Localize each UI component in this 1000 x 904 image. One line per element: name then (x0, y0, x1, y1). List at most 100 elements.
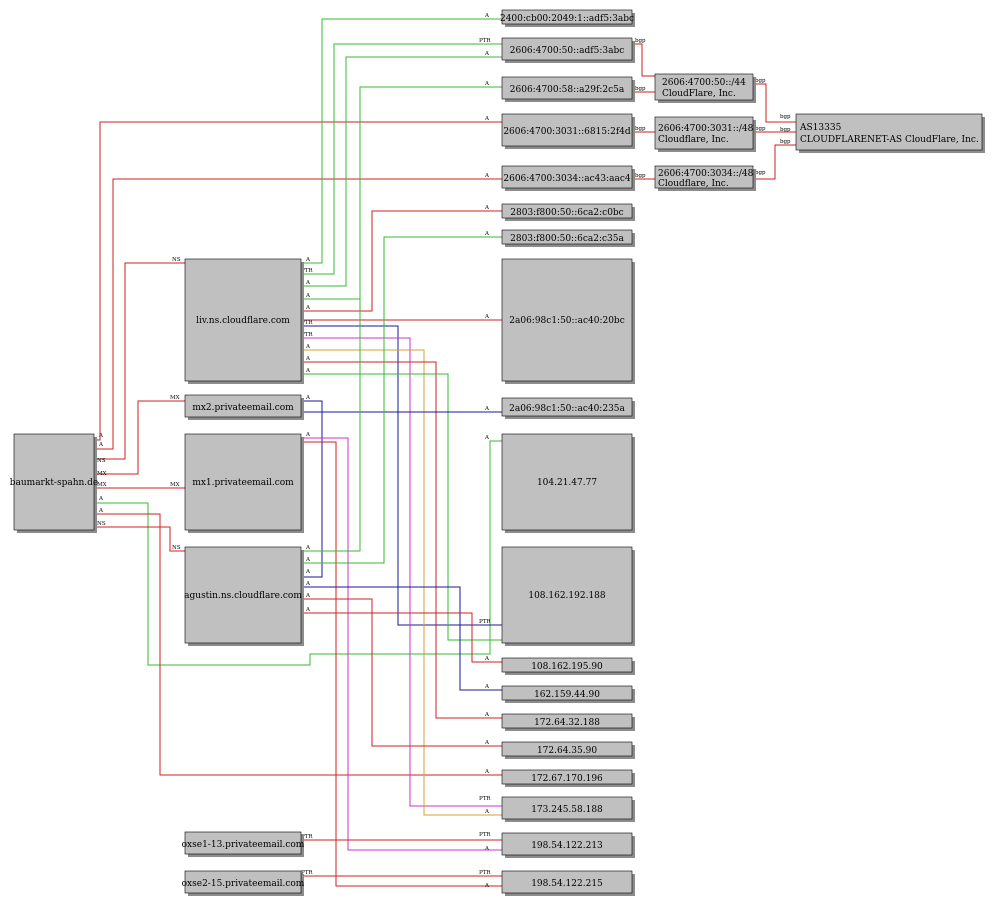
edge-agustin-a-162 (302, 586, 502, 691)
edge-liv-ptr-108-188 (302, 325, 502, 626)
node-ip-173[interactable]: 173.245.58.188 (501, 796, 635, 822)
node-oxse15[interactable]: oxse2-15.privateemail.com (182, 870, 305, 896)
node-label: 2606:4700:50::/44 (662, 78, 746, 88)
node-label: 2606:4700:3031::6815:2f4d (503, 127, 631, 137)
node-agustin[interactable]: agustin.ns.cloudflare.com (184, 546, 304, 646)
node-label: 104.21.47.77 (537, 478, 597, 488)
node-label: 2400:cb00:2049:1::adf5:3abc (500, 14, 634, 24)
node-label: 108.162.192.188 (528, 591, 606, 601)
node-label: 108.162.195.90 (531, 662, 603, 672)
node-label: 2803:f800:50::6ca2:c0bc (510, 208, 623, 218)
edge-label-a: A (98, 442, 104, 448)
edge-label-a: A (98, 508, 104, 514)
node-label: 2606:4700:58::a29f:2c5a (510, 85, 625, 95)
edge-liv-a-198-213 (302, 349, 502, 816)
node-ip-198-213[interactable]: 198.54.122.213 (501, 832, 635, 858)
node-mx2[interactable]: mx2.privateemail.com (184, 394, 304, 420)
node-label: 2606:4700:3031::/48 (658, 124, 754, 134)
node-ip-2400[interactable]: 2400:cb00:2049:1::adf5:3abc (500, 9, 635, 27)
edge-label-ptr: PTR (479, 870, 491, 876)
edge-label-a: A (484, 406, 490, 412)
edge-label-ptr: PTR (479, 38, 491, 44)
node-label: 172.64.32.188 (534, 718, 600, 728)
edge-domain-a-2606-3034 (95, 178, 502, 450)
node-ip-172-90[interactable]: 172.64.35.90 (501, 741, 635, 759)
edge-agustin-a-172-90 (302, 598, 502, 747)
node-label: AS13335 (799, 123, 842, 133)
edge-label-a: A (98, 433, 104, 439)
edge-label-a: A (305, 356, 311, 362)
edge-domain-a-2606-3031 (95, 121, 502, 441)
edge-bgp-44-as (754, 83, 796, 123)
node-ip-104[interactable]: 104.21.47.77 (501, 433, 635, 533)
edge-label-a: A (484, 231, 490, 237)
node-ip-198-215[interactable]: 198.54.122.215 (501, 870, 635, 896)
node-ip-2803-c0bc[interactable]: 2803:f800:50::6ca2:c0bc (501, 203, 635, 221)
node-ip-2a06-235a[interactable]: 2a06:98c1:50::ac40:235a (501, 397, 635, 419)
node-ip-2606-50[interactable]: 2606:4700:50::adf5:3abc (501, 37, 635, 63)
node-oxse13[interactable]: oxse1-13.privateemail.com (182, 831, 305, 857)
node-ip-2606-3031[interactable]: 2606:4700:3031::6815:2f4d (501, 113, 635, 149)
edge-label-a: A (305, 593, 311, 599)
edge-label-bgp: bgp (635, 173, 646, 179)
node-as13335[interactable]: AS13335 CLOUDFLARENET-AS CloudFlare, Inc… (795, 113, 985, 153)
edge-label-a: A (305, 581, 311, 587)
node-ip-2803-c35a[interactable]: 2803:f800:50::6ca2:c35a (501, 229, 635, 247)
edge-label-a: A (305, 557, 311, 563)
edge-label-a: A (484, 173, 490, 179)
nodes: baumarkt-spahn.de liv.ns.cloudflare.com … (10, 9, 985, 896)
node-prefix-44[interactable]: 2606:4700:50::/44 CloudFlare, Inc. (654, 73, 756, 103)
edge-liv-a-2606-58 (302, 86, 502, 300)
node-label: 2a06:98c1:50::ac40:235a (509, 404, 625, 414)
edge-liv-a-2400 (302, 18, 502, 264)
node-domain[interactable]: baumarkt-spahn.de (10, 433, 99, 533)
node-label: 198.54.122.213 (531, 841, 603, 851)
edge-label-a: A (484, 205, 490, 211)
node-label: 2a06:98c1:50::ac40:20bc (509, 316, 625, 326)
edge-label-bgp: bgp (755, 170, 766, 176)
node-ip-162[interactable]: 162.159.44.90 (501, 685, 635, 703)
node-prefix-3031[interactable]: 2606:4700:3031::/48 Cloudflare, Inc. (654, 116, 756, 152)
edge-liv-a-2803-c0bc (302, 210, 502, 312)
edge-label-a: A (484, 81, 490, 87)
node-ip-172-196[interactable]: 172.67.170.196 (501, 769, 635, 787)
node-label: baumarkt-spahn.de (10, 478, 99, 488)
edge-label-a: A (484, 656, 490, 662)
edge-label-bgp: bgp (755, 78, 766, 84)
edge-label-ns: NS (97, 521, 106, 527)
edge-domain-ns-agustin (95, 526, 185, 552)
edge-labels: A A NS MX MX A A NS NS MX MX NS A PTR A … (97, 13, 791, 889)
node-label: mx1.privateemail.com (192, 478, 294, 488)
node-ip-2606-58[interactable]: 2606:4700:58::a29f:2c5a (501, 76, 635, 102)
edge-mx1-a-198-213 (302, 437, 502, 851)
edge-label-a: A (484, 314, 490, 320)
node-liv[interactable]: liv.ns.cloudflare.com (184, 258, 304, 384)
node-ip-108-188[interactable]: 108.162.192.188 (501, 546, 635, 646)
node-prefix-3034[interactable]: 2606:4700:3034::/48 Cloudflare, Inc. (654, 165, 756, 191)
edge-label-bgp: bgp (780, 114, 791, 120)
edge-label-a: A (98, 496, 104, 502)
edge-label-a: A (484, 51, 490, 57)
edge-label-a: A (305, 293, 311, 299)
node-mx1[interactable]: mx1.privateemail.com (184, 433, 304, 533)
edge-domain-ns-liv (95, 262, 185, 460)
edge-label-a: A (305, 395, 311, 401)
node-ip-108-90[interactable]: 108.162.195.90 (501, 657, 635, 675)
edge-label-a: A (305, 305, 311, 311)
node-ip-172-188[interactable]: 172.64.32.188 (501, 713, 635, 731)
edge-domain-a-172-196 (95, 513, 502, 776)
edge-bgp-3034-as (754, 144, 796, 180)
edge-label-a: A (484, 846, 490, 852)
edge-label-a: A (305, 344, 311, 350)
edge-label-ns: NS (97, 458, 106, 464)
edge-label-a: A (305, 545, 311, 551)
node-label-org: CloudFlare, Inc. (662, 89, 736, 99)
edge-label-mx: MX (170, 395, 180, 401)
edge-label-bgp: bgp (755, 126, 766, 132)
node-ip-2a06-20bc[interactable]: 2a06:98c1:50::ac40:20bc (501, 258, 635, 384)
edge-agustin-a-2803-c35a (302, 236, 502, 564)
edge-liv-a-172-188 (302, 361, 502, 719)
node-ip-2606-3034[interactable]: 2606:4700:3034::ac43:aac4 (501, 165, 635, 191)
edge-label-a: A (305, 432, 311, 438)
edge-liv-ptr-173 (302, 337, 502, 807)
